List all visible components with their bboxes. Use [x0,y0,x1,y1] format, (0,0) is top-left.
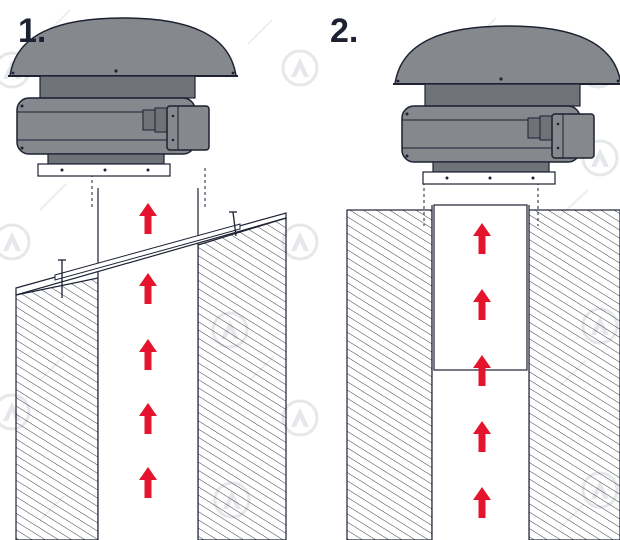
roof-fan-icon [392,25,620,185]
roof-wall-left [346,209,433,540]
panel-1 [7,17,287,540]
step-label-2: 2. [330,12,359,50]
screw-icon [58,211,237,298]
roof-wall-right [197,217,287,540]
panel-2 [346,25,620,540]
step-label-1: 1. [18,12,47,50]
roof-wall-left [15,277,99,540]
roof-wall-right [528,209,620,540]
